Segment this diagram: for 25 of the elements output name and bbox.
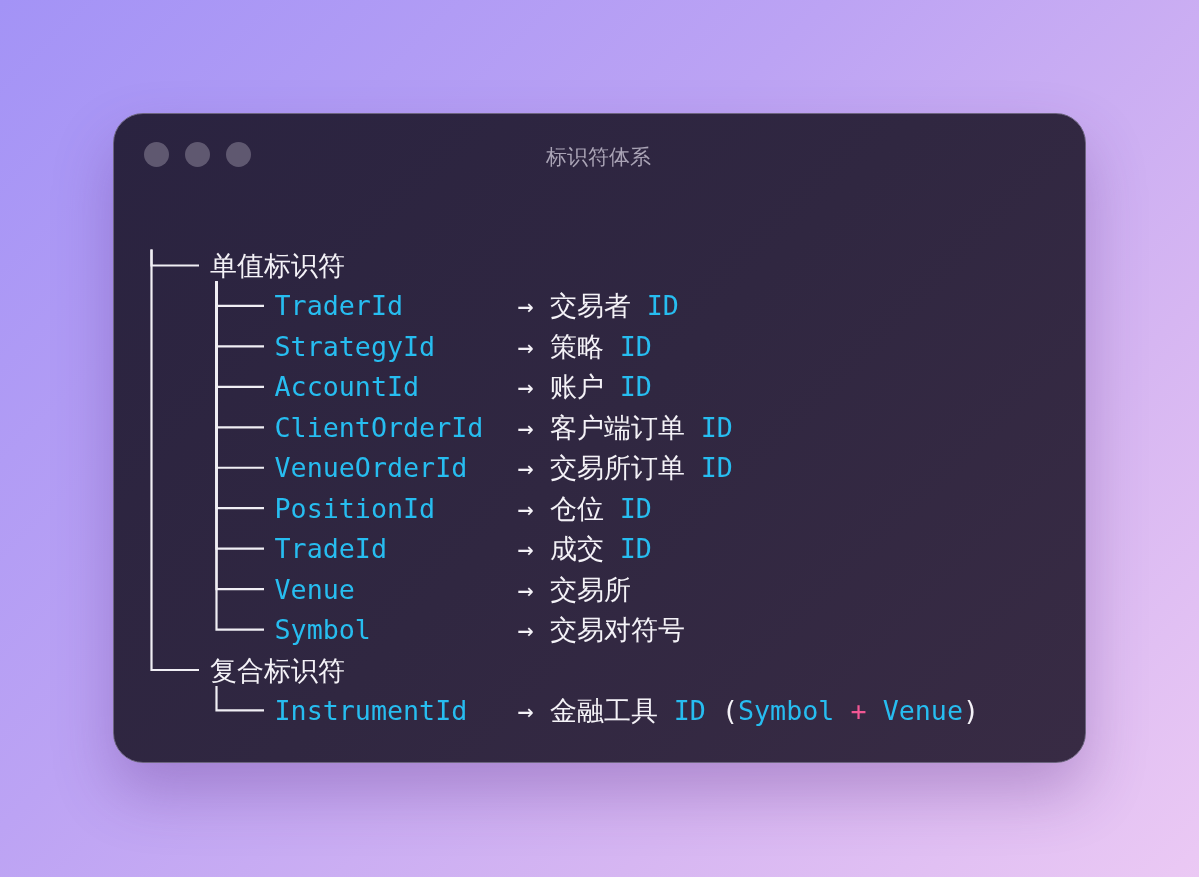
tree-connector — [150, 249, 199, 672]
category-heading: 单值标识符 — [199, 250, 345, 282]
identifier-name: Venue — [264, 573, 355, 606]
identifier-description: → 策略 ID — [517, 330, 652, 363]
identifier-name: InstrumentId — [264, 694, 468, 727]
identifier-description: → 交易者 ID — [517, 290, 679, 323]
identifier-name: PositionId — [264, 492, 436, 525]
identifier-name: ClientOrderId — [264, 411, 484, 444]
window-title: 标识符体系 — [546, 143, 651, 171]
identifier-description: → 交易所 — [517, 573, 631, 606]
identifier-description: → 金融工具 ID (Symbol + Venue) — [517, 694, 980, 727]
tree-connector — [215, 686, 264, 712]
identifier-name: Symbol — [264, 614, 371, 647]
identifier-description: → 交易所订单 ID — [517, 452, 733, 485]
identifier-description: → 成交 ID — [517, 533, 652, 566]
category-heading: 复合标识符 — [199, 654, 345, 687]
identifier-description: → 客户端订单 ID — [517, 411, 733, 444]
identifier-name: VenueOrderId — [264, 452, 468, 485]
identifier-description: → 交易对符号 — [517, 614, 685, 647]
identifier-name: TraderId — [264, 290, 404, 323]
identifier-name: AccountId — [264, 371, 420, 404]
identifier-description: → 账户 ID — [517, 371, 652, 404]
identifier-name: TradeId — [264, 533, 387, 566]
identifier-name: StrategyId — [264, 330, 436, 363]
identifier-description: → 仓位 ID — [517, 492, 652, 525]
